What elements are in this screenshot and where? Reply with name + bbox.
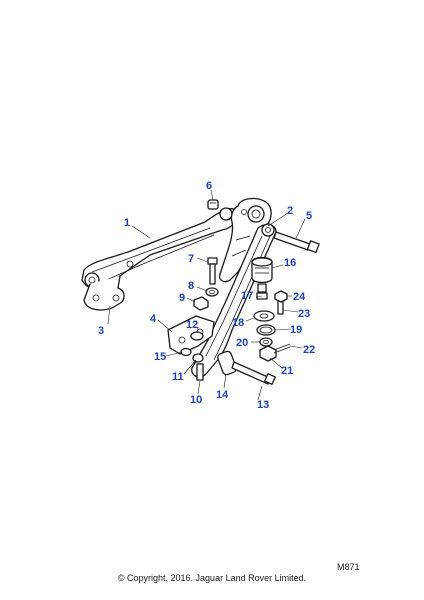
callout-17: 17 (241, 290, 253, 302)
callout-10: 10 (190, 394, 202, 406)
callout-2: 2 (287, 205, 293, 217)
bolt-10 (196, 363, 204, 381)
washer-12 (190, 331, 204, 341)
circlip-19 (256, 324, 276, 336)
callout-20: 20 (236, 337, 248, 349)
bolt-5 (273, 231, 320, 254)
nut-11 (192, 353, 204, 363)
callout-23: 23 (298, 308, 310, 320)
washer-8 (205, 287, 219, 297)
callout-1: 1 (124, 217, 130, 229)
callout-8: 8 (188, 280, 194, 292)
callout-16: 16 (284, 257, 296, 269)
washer-20 (259, 337, 273, 347)
leader-lines (107, 189, 306, 401)
bolt-7 (207, 257, 218, 285)
hub-carrier-upright (218, 197, 272, 283)
callout-labels: 1 2 3 4 5 6 7 8 9 10 11 12 13 14 15 16 1… (98, 180, 315, 411)
callout-22: 22 (303, 344, 315, 356)
nut-24 (274, 290, 288, 303)
callout-3: 3 (98, 325, 104, 337)
callout-14: 14 (216, 389, 229, 401)
diagram-reference-code: M871 (337, 562, 360, 572)
bolt-6 (207, 199, 219, 210)
callout-24: 24 (293, 291, 306, 303)
split-pin-22 (273, 343, 291, 354)
upper-control-arm (81, 207, 239, 311)
nut-21 (259, 345, 277, 362)
callout-4: 4 (150, 313, 157, 325)
callout-19: 19 (290, 324, 302, 336)
callout-12: 12 (186, 319, 198, 331)
callout-15: 15 (154, 351, 166, 363)
callout-6: 6 (206, 180, 212, 192)
callout-21: 21 (281, 365, 293, 377)
callout-5: 5 (306, 210, 312, 222)
nut-9 (193, 296, 209, 311)
copyright-notice: © Copyright, 2016. Jaguar Land Rover Lim… (117, 573, 307, 583)
ball-joint-16 (251, 256, 273, 293)
callout-7: 7 (188, 253, 194, 265)
bush-assembly (217, 350, 276, 385)
callout-11: 11 (172, 371, 184, 383)
callout-9: 9 (179, 292, 185, 304)
washer-15 (180, 347, 192, 357)
callout-18: 18 (232, 317, 244, 329)
callout-13: 13 (257, 399, 269, 411)
boot-18 (253, 310, 275, 322)
